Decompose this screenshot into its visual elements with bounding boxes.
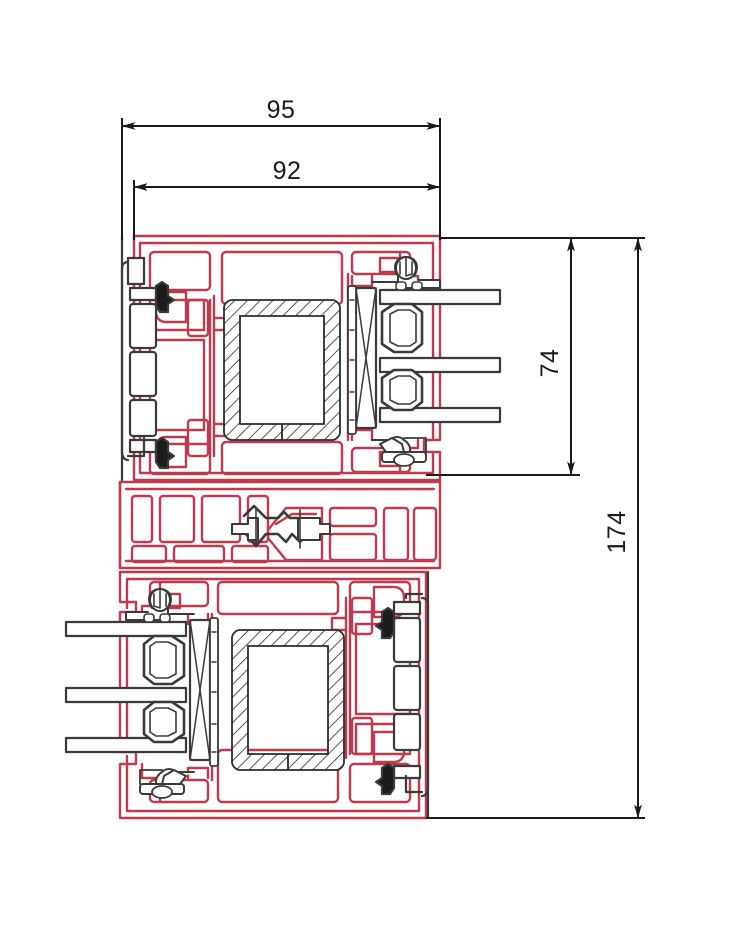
dimension-174: 174 [603,237,642,819]
steel-reinforcement-lower [231,629,345,771]
steel-reinforcement-layer [223,299,345,771]
dimension-74: 74 [536,237,575,476]
dimension-92-label: 92 [273,157,302,185]
steel-reinforcement-upper [223,299,341,441]
dimension-92: 92 [133,157,441,191]
cladding-lower-right [374,570,430,820]
cladding-upper-left [120,234,176,482]
dimension-layer: 95 92 74 174 [121,96,645,819]
glazing-unit-upper [347,256,502,467]
dimension-95-label: 95 [267,96,296,124]
dimension-95: 95 [121,96,441,130]
hardware-layer [64,234,502,820]
dimension-74-label: 74 [536,349,564,378]
transom-section [118,480,442,570]
transom-gasket [231,504,331,549]
dimension-174-label: 174 [603,510,631,553]
glazing-unit-lower [64,588,219,799]
